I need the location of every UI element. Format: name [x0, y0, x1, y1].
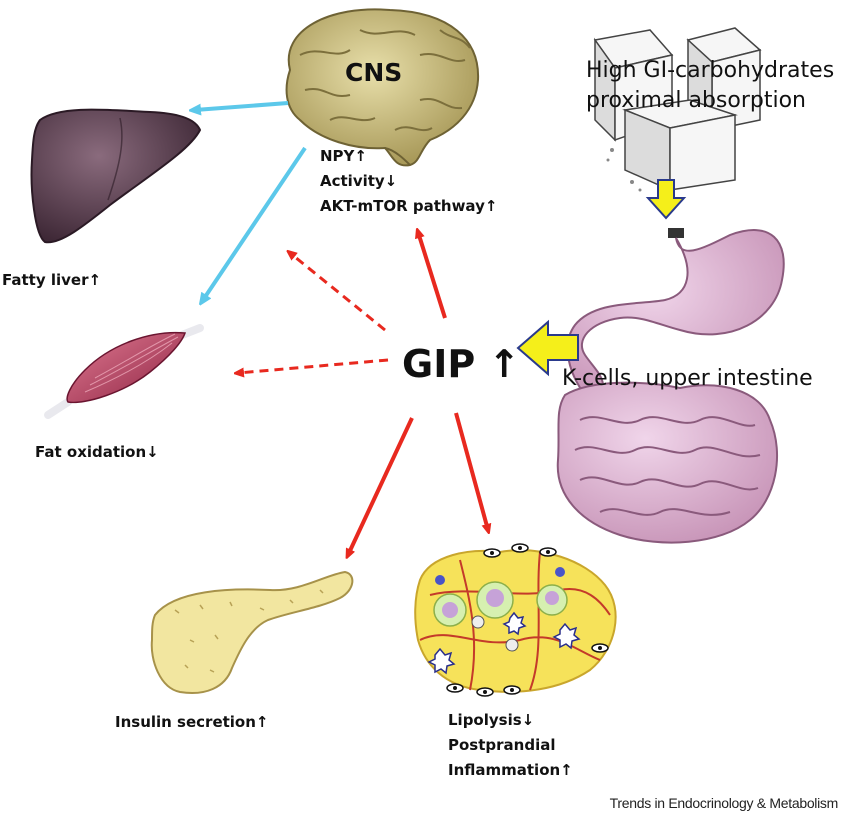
cns-to-liver-arrow: [195, 101, 289, 110]
cns-effects: NPY↑ Activity↓ AKT-mTOR pathway↑: [320, 144, 497, 219]
gip-label: GIP ↑: [402, 342, 520, 386]
journal-credit: Trends in Endocrinology & Metabolism: [609, 795, 839, 811]
k-cells-label: K-cells, upper intestine: [562, 366, 813, 391]
muscle-icon: [44, 324, 204, 419]
high-gi-label: High GI-carbohydrates proximal absorptio…: [586, 56, 834, 116]
sugar-cubes-icon: [593, 27, 762, 192]
adipose-tissue-icon: [414, 543, 617, 697]
akt-mtor-label: AKT-mTOR pathway↑: [320, 197, 498, 215]
cns-label: CNS: [345, 58, 403, 87]
activity-label: Activity↓: [320, 172, 398, 190]
insulin-secretion-label: Insulin secretion↑: [115, 713, 269, 731]
fat-oxidation-label: Fat oxidation↓: [35, 443, 159, 461]
lipolysis-label: Lipolysis↓: [448, 711, 535, 729]
high-gi-line1: High GI-carbohydrates: [586, 58, 835, 83]
stomach-intestine-icon: [556, 228, 785, 544]
npy-label: NPY↑: [320, 147, 367, 165]
gip-to-adipose-arrow: [454, 412, 488, 530]
adipose-effects: Lipolysis↓ Postprandial Inflammation↑: [448, 708, 573, 783]
fatty-liver-label: Fatty liver↑: [2, 271, 102, 289]
gip-up-arrow: ↑: [488, 342, 521, 386]
inflammation-label: Inflammation↑: [448, 761, 573, 779]
postprandial-label: Postprandial: [448, 736, 556, 754]
gip-text: GIP: [402, 342, 476, 386]
gip-to-pancreas-arrow: [348, 417, 414, 555]
brain-icon: [285, 8, 480, 167]
yellow-down-arrow: [645, 179, 687, 220]
yellow-left-arrow: [516, 319, 579, 377]
gip-to-cns-arrow: [418, 232, 447, 319]
gip-to-muscle-dashed-arrow: [238, 358, 389, 373]
high-gi-line2: proximal absorption: [586, 88, 806, 113]
pancreas-icon: [150, 570, 354, 694]
liver-icon: [30, 108, 202, 244]
cns-to-muscle-arrow: [203, 146, 307, 300]
gip-to-liver-dashed-arrow: [290, 253, 386, 332]
